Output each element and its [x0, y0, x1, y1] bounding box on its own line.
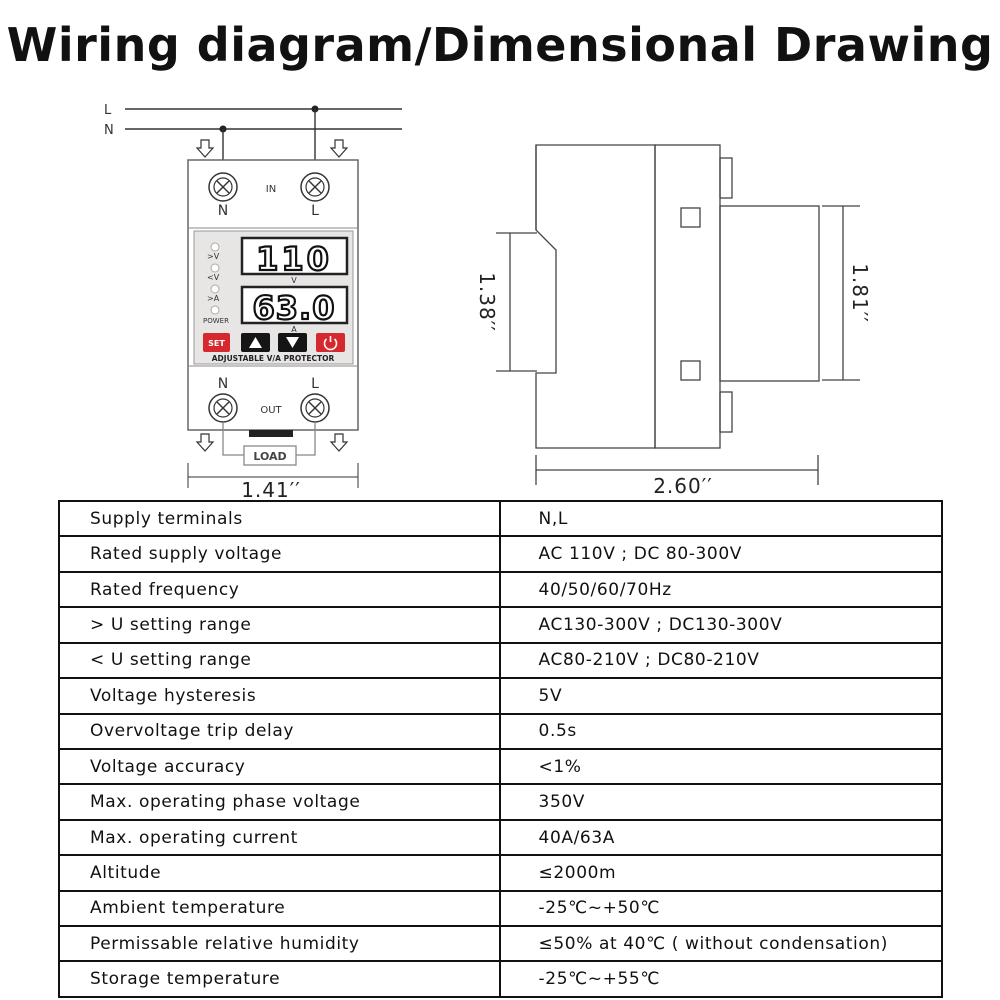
indicator-lights: >V <V >A POWER [203, 242, 229, 325]
spec-value: -25℃~+55℃ [498, 960, 944, 998]
spec-value: AC130-300V ; DC130-300V [498, 606, 944, 644]
spec-label: Storage temperature [58, 960, 501, 998]
power-button[interactable] [316, 333, 345, 352]
spec-label: Supply terminals [58, 499, 501, 538]
spec-value: -25℃~+50℃ [498, 889, 944, 928]
spec-label: Rated supply voltage [58, 535, 501, 573]
spec-label: Altitude [58, 854, 501, 892]
terminal-out-label: OUT [260, 405, 282, 416]
voltage-display [240, 236, 349, 276]
spec-value: 350V [498, 783, 944, 821]
diagram-canvas: L N IN N L >V <V >A POWER [104, 103, 872, 500]
din-clip [249, 430, 293, 437]
table-row: Voltage accuracy<1% [58, 747, 944, 786]
spec-value: AC 110V ; DC 80-300V [498, 535, 944, 573]
current-display-unit: A [291, 325, 297, 334]
side-profile-front [654, 144, 721, 449]
terminal-out-n-name: N [218, 376, 228, 392]
terminal-in-n-name: N [218, 203, 228, 219]
table-row: Permissable relative humidity≤50% at 40℃… [58, 925, 944, 963]
terminal-in-l [300, 172, 330, 202]
spec-label: < U setting range [58, 641, 501, 680]
line-label-n: N [104, 123, 114, 138]
spec-label: Voltage hysteresis [58, 677, 501, 715]
output-arrow-left [196, 433, 214, 452]
output-arrow-right [330, 433, 348, 452]
terminal-out-l-name: L [311, 376, 319, 392]
side-profile-protrusion [719, 205, 820, 382]
depth-dimension-label: 2.60′′ [653, 474, 713, 498]
spec-value: 40/50/60/70Hz [498, 570, 944, 609]
spec-label: Voltage accuracy [58, 747, 501, 786]
front-height-dimension-label: 1.81′′ [848, 263, 872, 323]
spec-value: <1% [498, 747, 944, 786]
rail-height-dimension-label: 1.38′′ [475, 272, 499, 332]
spec-value: 0.5s [498, 712, 944, 750]
spec-label: Permissable relative humidity [58, 925, 501, 963]
terminal-out-l [300, 393, 330, 423]
indicator-under-voltage: <V [207, 273, 220, 282]
spec-label: Rated frequency [58, 570, 501, 609]
set-button[interactable] [203, 333, 230, 352]
spec-value: AC80-210V ; DC80-210V [498, 641, 944, 680]
page-title: Wiring diagram/Dimensional Drawing [6, 18, 994, 72]
spec-label: Overvoltage trip delay [58, 712, 501, 750]
terminal-out-n [208, 393, 238, 423]
input-arrow-left [196, 139, 214, 158]
set-button-label: SET [208, 339, 225, 348]
voltage-display-unit: V [291, 276, 297, 285]
table-row: Altitude≤2000m [58, 854, 944, 892]
spec-value: 5V [498, 677, 944, 715]
terminal-in-l-name: L [311, 203, 319, 219]
down-arrow-icon [286, 337, 299, 348]
side-profile-body [535, 144, 656, 449]
terminal-in-n [208, 172, 238, 202]
indicator-over-voltage: >V [207, 252, 220, 261]
input-arrow-right [330, 139, 348, 158]
spec-label: Ambient temperature [58, 889, 501, 928]
indicator-power: POWER [203, 317, 229, 325]
width-dimension-label: 1.41′′ [241, 478, 301, 500]
terminal-in-label: IN [266, 184, 276, 195]
spec-label: Max. operating phase voltage [58, 783, 501, 821]
product-label: ADJUSTABLE V/A PROTECTOR [212, 354, 335, 363]
spec-value: N,L [498, 499, 944, 538]
wiring-diagram: L N IN N L >V <V >A POWER [104, 103, 402, 500]
dimensional-drawing [496, 144, 860, 485]
load-label: LOAD [253, 450, 286, 463]
indicator-over-current: >A [207, 294, 220, 303]
spec-value: 40A/63A [498, 818, 944, 857]
current-display-value: 63.0 [253, 289, 336, 327]
voltage-display-value: 110 [256, 240, 332, 278]
current-display [240, 285, 349, 325]
spec-value: ≤2000m [498, 854, 944, 892]
spec-label: > U setting range [58, 606, 501, 644]
table-row: Storage temperature-25℃~+55℃ [58, 960, 944, 998]
table-row: Ambient temperature-25℃~+50℃ [58, 889, 944, 928]
up-arrow-icon [249, 337, 262, 348]
spec-value: ≤50% at 40℃ ( without condensation) [498, 925, 944, 963]
load-box [243, 445, 297, 466]
line-label-l: L [104, 103, 112, 118]
spec-label: Max. operating current [58, 818, 501, 857]
power-icon [323, 336, 338, 351]
